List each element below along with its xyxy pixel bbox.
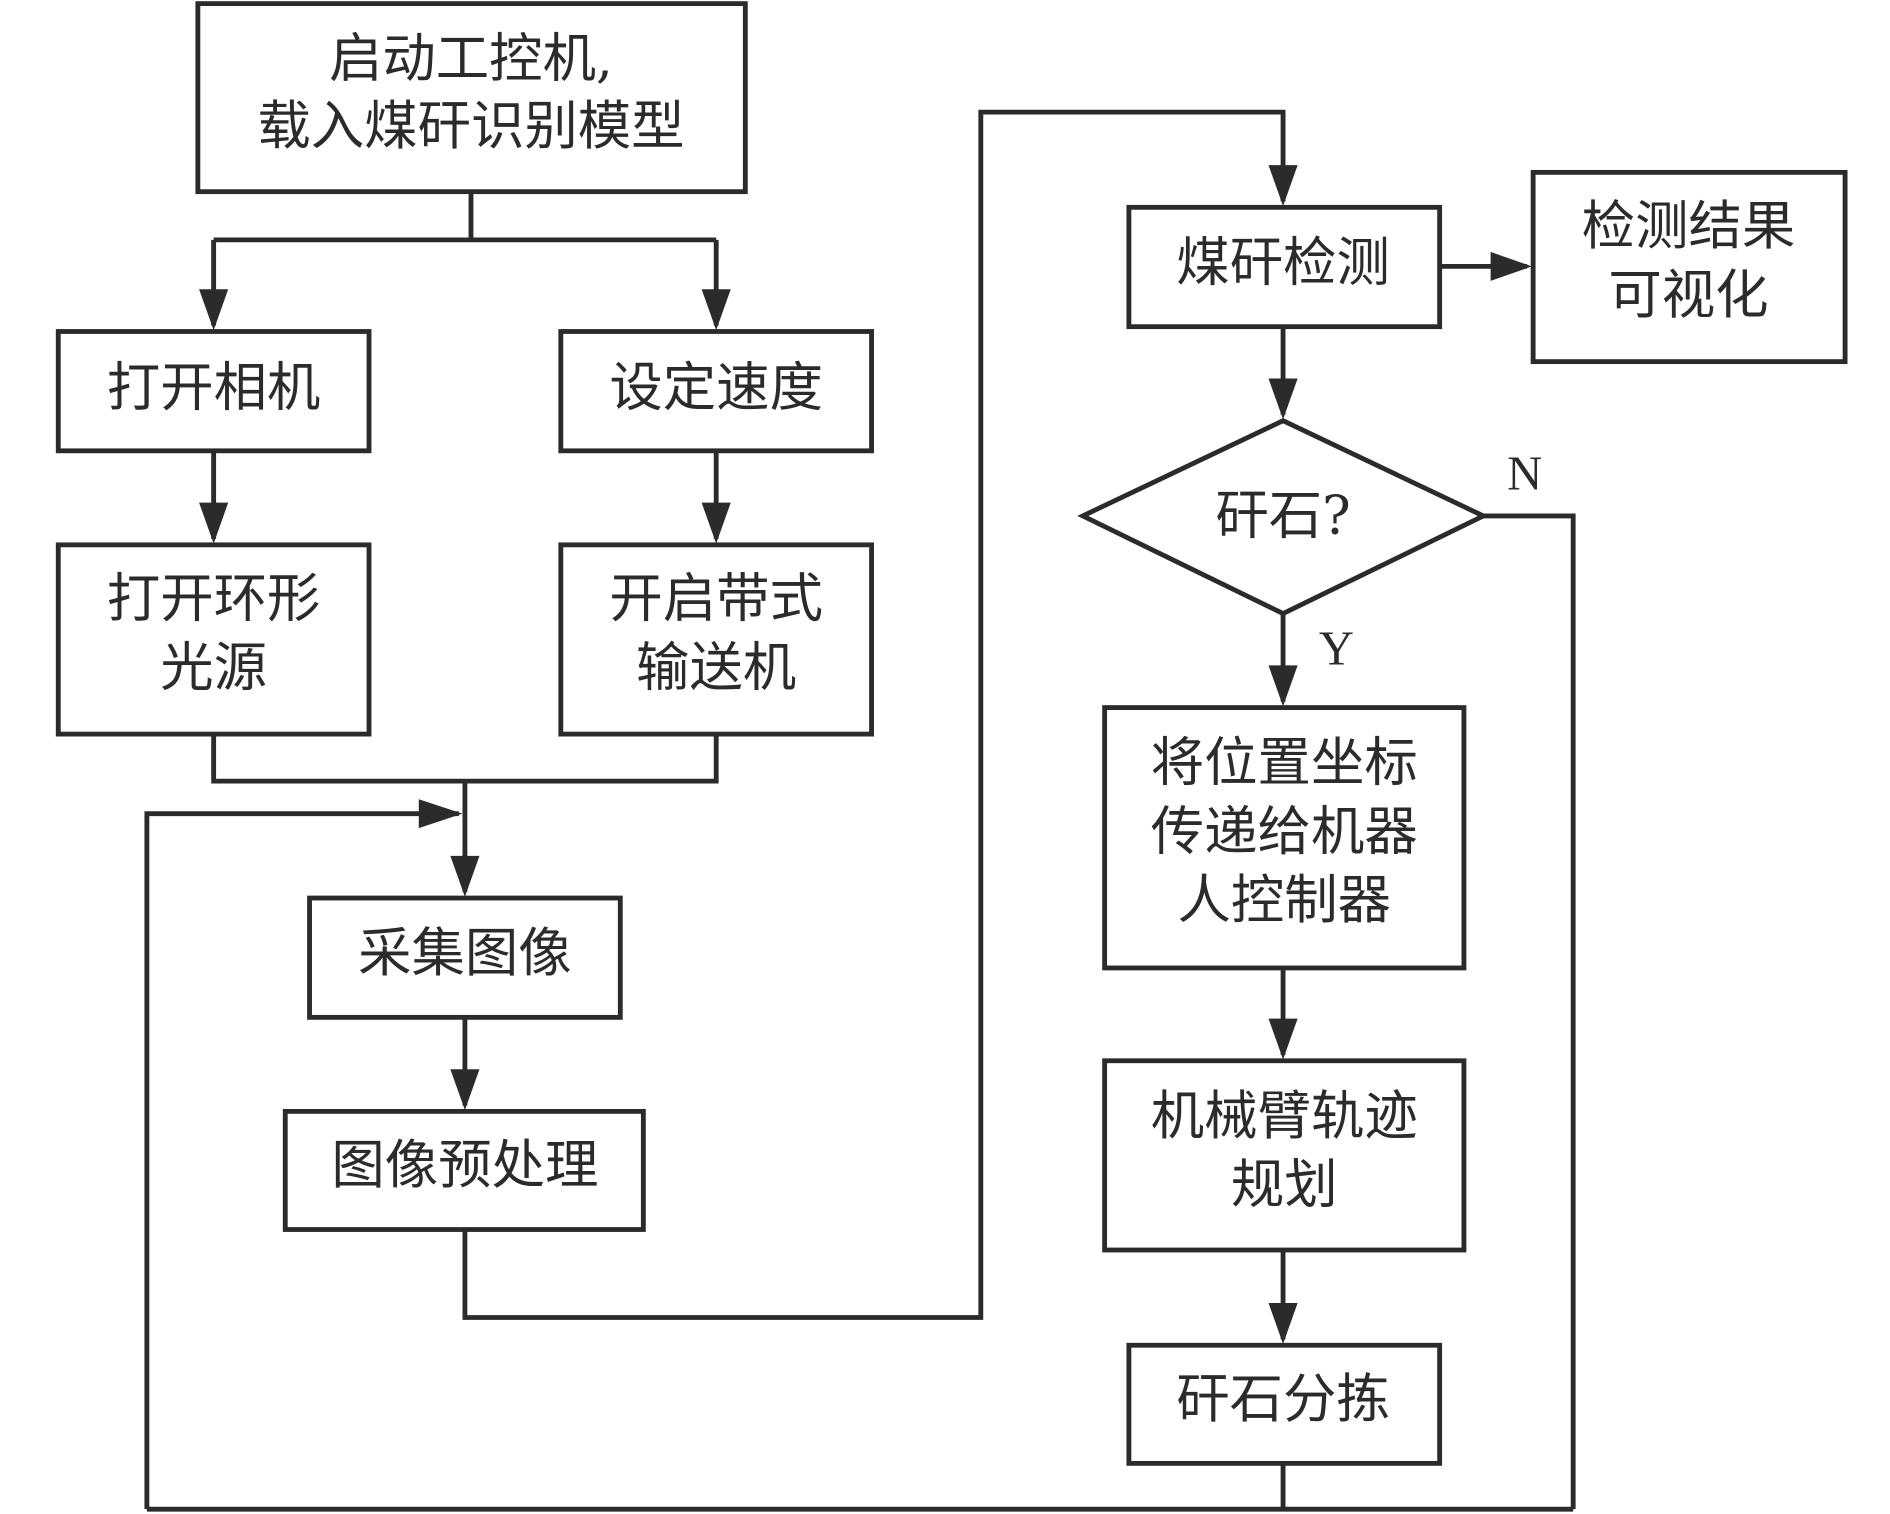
arrowhead-to-light [199, 502, 229, 544]
branch-label-yes: Y [1319, 623, 1354, 676]
arrowhead-to-capture [450, 855, 480, 897]
node-open-camera: 打开相机 [55, 329, 372, 454]
node-trajectory-line-2: 规划 [1231, 1154, 1338, 1216]
node-open-light-line-1: 打开环形 [107, 568, 321, 630]
node-start-line-2: 载入煤矸识别模型 [257, 95, 684, 157]
node-send-coords-line-2: 传递给机器 [1151, 800, 1418, 862]
arrowhead-to-sort [1268, 1303, 1298, 1345]
node-set-speed: 设定速度 [558, 329, 874, 454]
edge-preprocess-detect [462, 109, 1286, 1320]
arrowhead-to-speed [701, 289, 731, 331]
edge-loop-return [144, 811, 1574, 1512]
node-send-coords-line-1: 将位置坐标 [1151, 732, 1418, 794]
node-open-light: 打开环形 光源 [55, 542, 372, 737]
node-trajectory: 机械臂轨迹 规划 [1102, 1058, 1467, 1253]
arrowhead-to-preprocess [450, 1069, 480, 1111]
arrowhead-to-visualize [1490, 251, 1532, 281]
node-detect: 煤矸检测 [1126, 204, 1443, 330]
arrowhead-to-conveyor [701, 502, 731, 544]
arrowheads [199, 165, 1532, 1345]
arrowhead-loop-in [418, 799, 463, 829]
edge-no-branch [1483, 513, 1576, 1510]
node-visualize: 检测结果 可视化 [1530, 169, 1848, 365]
node-detect-label: 煤矸检测 [1176, 232, 1390, 294]
node-visualize-line-2: 可视化 [1608, 264, 1768, 326]
arrowhead-to-coords [1268, 665, 1298, 707]
node-decision: 矸石? [1077, 418, 1489, 617]
node-open-camera-label: 打开相机 [107, 357, 321, 419]
node-start-conveyor-line-2: 输送机 [636, 637, 796, 699]
arrowhead-to-camera [199, 289, 229, 331]
node-visualize-line-1: 检测结果 [1582, 195, 1796, 257]
node-trajectory-line-1: 机械臂轨迹 [1151, 1085, 1418, 1147]
node-start-conveyor: 开启带式 输送机 [558, 542, 874, 737]
node-preprocess-label: 图像预处理 [331, 1134, 598, 1196]
node-open-light-line-2: 光源 [160, 637, 267, 699]
node-send-coords: 将位置坐标 传递给机器 人控制器 [1102, 705, 1467, 971]
node-start-conveyor-line-1: 开启带式 [609, 568, 823, 630]
node-sort-label: 矸石分拣 [1176, 1368, 1390, 1430]
arrowhead-to-detect [1268, 165, 1298, 207]
branch-label-no: N [1507, 448, 1542, 501]
node-send-coords-line-3: 人控制器 [1177, 869, 1391, 931]
node-decision-label: 矸石? [1215, 485, 1350, 547]
arrowhead-to-trajectory [1268, 1018, 1298, 1060]
node-start-line-1: 启动工控机, [329, 28, 613, 90]
arrowhead-to-decision [1268, 378, 1298, 420]
node-capture: 采集图像 [307, 895, 623, 1020]
node-preprocess: 图像预处理 [282, 1108, 646, 1232]
node-start: 启动工控机, 载入煤矸识别模型 [195, 1, 748, 195]
edge-start-split [211, 191, 719, 326]
node-capture-label: 采集图像 [358, 922, 572, 984]
node-sort: 矸石分拣 [1126, 1342, 1443, 1466]
node-set-speed-label: 设定速度 [609, 357, 823, 419]
